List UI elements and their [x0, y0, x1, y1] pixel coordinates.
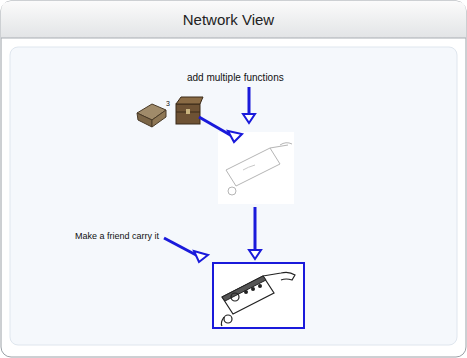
canvas-area: [10, 47, 457, 345]
count-number: 3: [166, 100, 170, 108]
view-title: Network View: [0, 11, 462, 28]
step-note: Make a friend carry it: [75, 231, 159, 241]
cart-sketch: [218, 132, 294, 204]
carried-cart-sketch: [213, 263, 304, 328]
arrows: [164, 87, 261, 262]
step-note: add multiple functions: [187, 72, 284, 84]
chest-icons: [137, 97, 203, 127]
